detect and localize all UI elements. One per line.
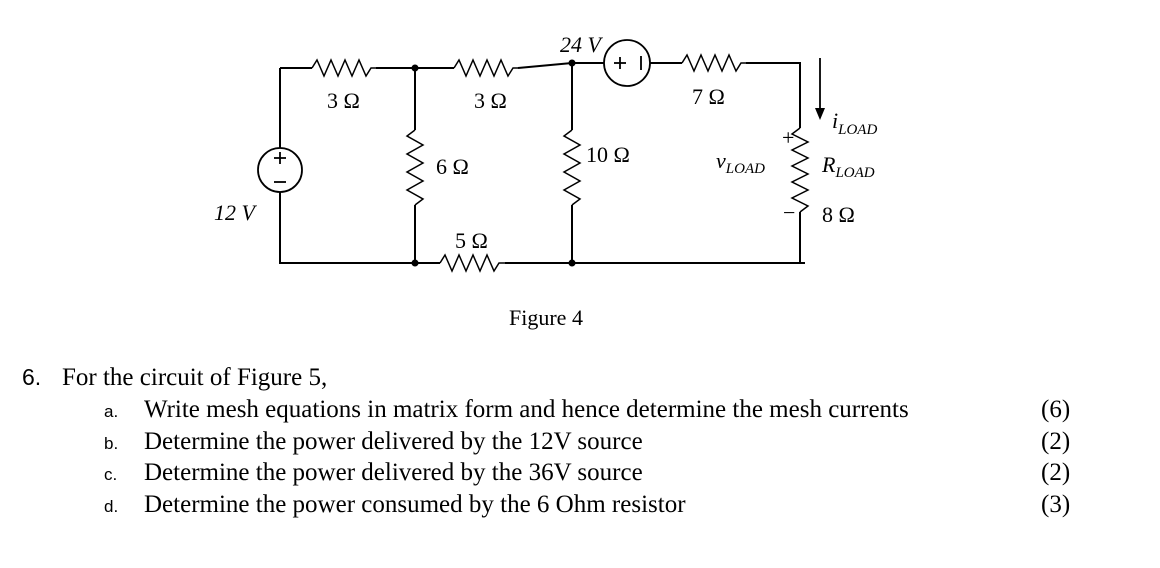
source-24v-label: 24 V [560, 32, 604, 57]
voltage-source-12v [257, 147, 303, 193]
junction-dot [568, 259, 576, 267]
v-load-plus-sign: + [782, 125, 794, 150]
junction-dot [411, 64, 419, 72]
item-marks: (3) [1041, 490, 1071, 518]
source-12v-label: 12 V [214, 200, 258, 225]
resistor-5ohm [439, 253, 505, 273]
resistor-6ohm [405, 129, 425, 206]
junction-dot [411, 259, 419, 267]
resistor-7ohm [681, 53, 746, 73]
item-text: Determine the power consumed by the 6 Oh… [144, 490, 686, 518]
resistor-3ohm-left [311, 58, 376, 78]
question-text: For the circuit of Figure 5, [62, 364, 328, 391]
item-marks: (2) [1041, 427, 1071, 455]
resistor-3ohm-left-label: 3 Ω [327, 88, 360, 113]
item-text: Determine the power delivered by the 12V… [144, 427, 643, 455]
resistor-10ohm-label: 10 Ω [586, 142, 630, 167]
item-letter: d. [104, 496, 119, 516]
item-text: Write mesh equations in matrix form and … [144, 396, 909, 423]
question-block: 6. For the circuit of Figure 5, a. Write… [22, 362, 1132, 520]
v-load-label: vLOAD [716, 148, 765, 177]
circuit-diagram: 12 V 24 V 3 Ω 3 Ω 7 Ω 6 Ω 10 Ω 5 Ω 8 Ω +… [214, 32, 877, 330]
question-number: 6. [22, 364, 42, 390]
item-letter: b. [104, 433, 119, 453]
list-item: a. Write mesh equations in matrix form a… [22, 394, 1132, 426]
circuit-wires [279, 62, 805, 264]
item-letter: a. [104, 402, 119, 421]
v-load-minus-sign: − [783, 200, 795, 225]
resistor-3ohm-middle-label: 3 Ω [474, 88, 507, 113]
list-item: c. Determine the power delivered by the … [22, 457, 1132, 489]
item-marks: (6) [1041, 396, 1071, 423]
resistor-load [790, 127, 810, 213]
list-item: d. Determine the power consumed by the 6… [22, 489, 1132, 521]
question-header: 6. For the circuit of Figure 5, [22, 362, 1132, 394]
figure-caption: Figure 4 [509, 305, 583, 330]
resistor-3ohm-middle [453, 58, 518, 78]
resistor-6ohm-label: 6 Ω [436, 154, 469, 179]
i-load-label: iLOAD [832, 108, 877, 138]
resistor-5ohm-label: 5 Ω [455, 228, 488, 253]
resistor-load-value-label: 8 Ω [822, 202, 855, 227]
item-marks: (2) [1041, 459, 1071, 486]
current-arrow-icon [815, 58, 825, 120]
voltage-source-24v [603, 39, 651, 87]
r-load-label: RLOAD [821, 152, 875, 181]
junction-dot [568, 59, 576, 67]
resistor-10ohm [562, 129, 582, 206]
resistor-7ohm-label: 7 Ω [692, 84, 725, 109]
item-text: Determine the power delivered by the 36V… [144, 459, 643, 486]
item-letter: c. [104, 465, 118, 484]
list-item: b. Determine the power delivered by the … [22, 426, 1132, 458]
